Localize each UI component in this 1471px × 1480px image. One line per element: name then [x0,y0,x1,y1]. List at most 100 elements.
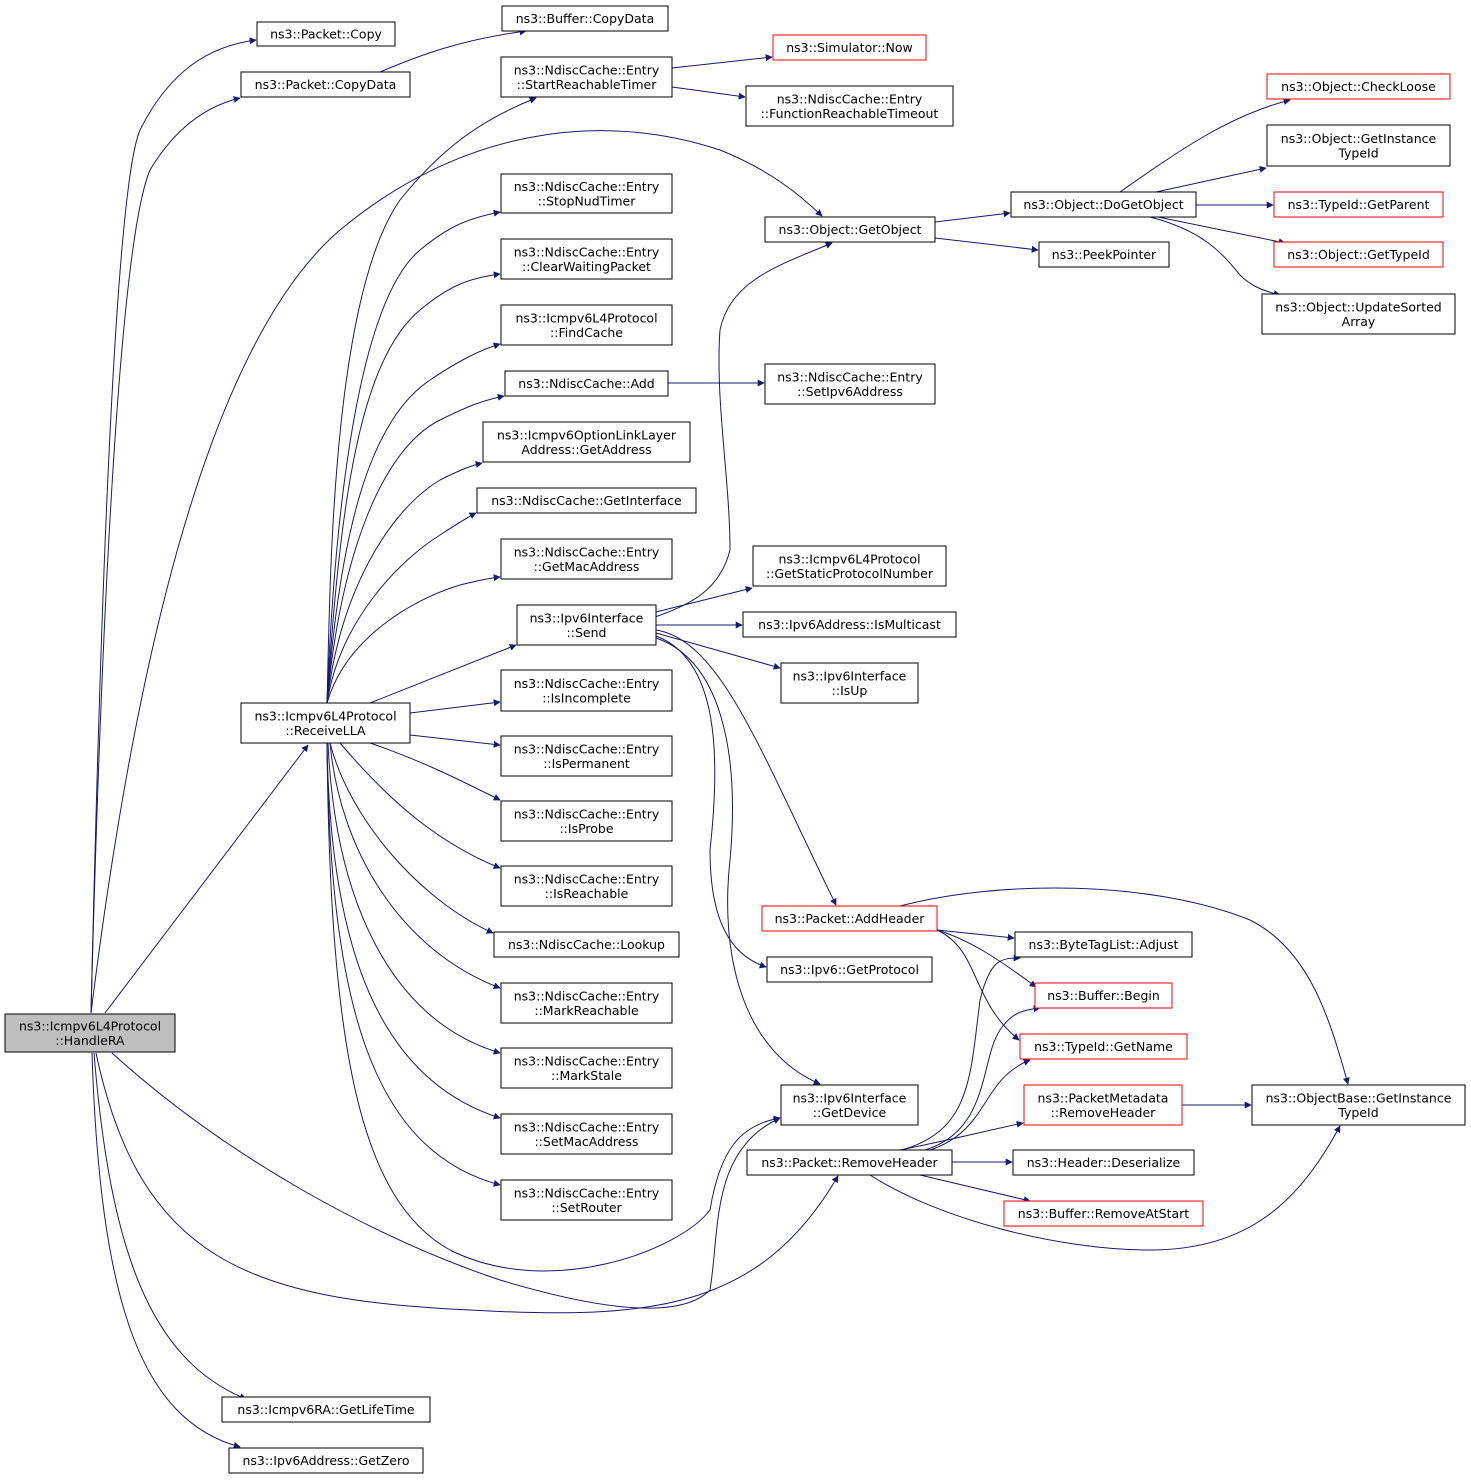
node-object_dogetobject[interactable]: ns3::Object::DoGetObject [1010,191,1197,218]
node-is_permanent[interactable]: ns3::NdiscCache::Entry::IsPermanent [500,735,673,777]
node-handle_ra[interactable]: ns3::Icmpv6L4Protocol::HandleRA [4,1013,176,1053]
node-box [742,611,957,638]
node-label: ns3::NdiscCache::GetInterface [491,493,682,508]
node-ndisc_lookup[interactable]: ns3::NdiscCache::Lookup [493,931,680,958]
node-is_incomplete[interactable]: ns3::NdiscCache::Entry::IsIncomplete [500,669,673,712]
edge-object_dogetobject-to-object_updatesortedarray [1149,216,1281,297]
node-is_reachable[interactable]: ns3::NdiscCache::Entry::IsReachable [500,865,673,907]
node-label: ns3::Buffer::RemoveAtStart [1018,1206,1190,1221]
node-bytetaglist_adjust[interactable]: ns3::ByteTagList::Adjust [1014,931,1193,958]
node-mark_reachable[interactable]: ns3::NdiscCache::Entry::MarkReachable [500,982,673,1024]
node-box [745,85,954,127]
node-packetmetadata_removeheader[interactable]: ns3::PacketMetadata::RemoveHeader [1023,1084,1183,1126]
edge-handle_ra-to-object_getobject [90,130,823,1014]
node-label: ns3::NdiscCache::Entry [514,1185,660,1200]
node-label: ns3::Icmpv6OptionLinkLayer [497,427,677,442]
node-buffer_begin[interactable]: ns3::Buffer::Begin [1034,982,1173,1009]
edge-packet_removeheader-to-bytetaglist_adjust [901,954,1021,1151]
node-typeid_getparent[interactable]: ns3::TypeId::GetParent [1273,191,1444,218]
node-label: ns3::Ipv6Interface [793,668,907,683]
edge-receive_lla-to-ipv6interface_getdevice [326,742,781,1272]
node-icmpv6ra_getlifetime[interactable]: ns3::Icmpv6RA::GetLifeTime [221,1396,431,1423]
node-mark_stale[interactable]: ns3::NdiscCache::Entry::MarkStale [500,1047,673,1089]
edge-ipv6interface_send-to-ipv6interface_getdevice [655,637,821,1085]
node-find_cache[interactable]: ns3::Icmpv6L4Protocol::FindCache [500,304,673,346]
node-clear_waiting_packet[interactable]: ns3::NdiscCache::Entry::ClearWaitingPack… [500,238,673,280]
node-box [772,34,927,61]
node-buffer_removeatstart[interactable]: ns3::Buffer::RemoveAtStart [1003,1200,1204,1227]
node-label: ::SetIpv6Address [797,384,903,399]
node-box [780,662,919,704]
node-label: ::IsProbe [559,821,613,836]
node-box [476,487,697,514]
edge-receive_lla-to-start_reachable_timer [326,97,537,704]
node-buffer_copydata[interactable]: ns3::Buffer::CopyData [501,5,669,32]
node-receive_lla[interactable]: ns3::Icmpv6L4Protocol::ReceiveLLA [240,702,411,744]
edge-packet_removeheader-to-buffer_removeatstart [919,1174,1031,1203]
node-ndisc_getinterface[interactable]: ns3::NdiscCache::GetInterface [476,487,697,514]
node-box [516,604,657,646]
node-object_getobject[interactable]: ns3::Object::GetObject [764,216,936,243]
node-set_ipv6_address[interactable]: ns3::NdiscCache::Entry::SetIpv6Address [764,363,936,405]
node-option_link_layer_getaddress[interactable]: ns3::Icmpv6OptionLinkLayerAddress::GetAd… [482,421,691,463]
node-packet_addheader[interactable]: ns3::Packet::AddHeader [761,905,938,932]
node-start_reachable_timer[interactable]: ns3::NdiscCache::Entry::StartReachableTi… [500,56,673,98]
node-label: ::MarkStale [551,1068,622,1083]
node-is_probe[interactable]: ns3::NdiscCache::Entry::IsProbe [500,800,673,842]
node-ipv6interface_isup[interactable]: ns3::Ipv6Interface::IsUp [780,662,919,704]
edge-packet_addheader-to-buffer_begin [936,929,1037,988]
node-object_gettypeid[interactable]: ns3::Object::GetTypeId [1273,241,1444,268]
node-label: ::IsReachable [545,886,629,901]
node-packet_copydata[interactable]: ns3::Packet::CopyData [240,71,411,98]
node-ipv6interface_getdevice[interactable]: ns3::Ipv6Interface::GetDevice [780,1084,919,1126]
node-object_checkloose[interactable]: ns3::Object::CheckLoose [1266,73,1451,100]
edge-ipv6interface_send-to-get_static_protocol_number [655,586,753,613]
node-function_reachable_timeout[interactable]: ns3::NdiscCache::Entry::FunctionReachabl… [745,85,954,127]
node-box [746,1149,953,1176]
node-label: ns3::NdiscCache::Entry [514,741,660,756]
node-label: ::RemoveHeader [1051,1105,1157,1120]
node-simulator_now[interactable]: ns3::Simulator::Now [772,34,927,61]
node-ipv6_getprotocol[interactable]: ns3::Ipv6::GetProtocol [766,956,933,983]
node-label: TypeId [1337,145,1378,160]
node-box [256,21,396,47]
edge-packet_addheader-to-objectbase_getinstancetypeid [899,887,1350,1085]
node-label: ::HandleRA [55,1033,125,1048]
node-box [1034,982,1173,1009]
node-box [482,421,691,463]
node-ipv6interface_send[interactable]: ns3::Ipv6Interface::Send [516,604,657,646]
node-label: ns3::Packet::RemoveHeader [761,1155,938,1170]
node-label: ns3::ObjectBase::GetInstance [1266,1090,1452,1105]
node-box [1038,241,1170,268]
node-label: ns3::Buffer::Begin [1047,988,1160,1003]
node-get_static_protocol_number[interactable]: ns3::Icmpv6L4Protocol::GetStaticProtocol… [752,545,947,587]
node-box [228,1447,424,1474]
node-peek_pointer[interactable]: ns3::PeekPointer [1038,241,1170,268]
node-label: ns3::Object::GetTypeId [1287,247,1430,262]
function-nodes: ns3::Icmpv6L4Protocol::HandleRAns3::Pack… [4,5,1466,1474]
node-set_router[interactable]: ns3::NdiscCache::Entry::SetRouter [500,1179,673,1221]
edge-packet_removeheader-to-objectbase_getinstancetypeid [869,1125,1341,1251]
node-get_mac_address[interactable]: ns3::NdiscCache::Entry::GetMacAddress [500,538,673,580]
node-packet_copy[interactable]: ns3::Packet::Copy [256,21,396,47]
edge-ipv6interface_send-to-object_getobject [654,242,833,618]
edge-receive_lla-to-ipv6interface_send [369,644,517,704]
node-ipv6address_ismulticast[interactable]: ns3::Ipv6Address::IsMulticast [742,611,957,638]
edge-object_dogetobject-to-object_checkloose [1119,98,1291,193]
node-packet_removeheader[interactable]: ns3::Packet::RemoveHeader [746,1149,953,1176]
node-box [766,956,933,983]
node-ipv6address_getzero[interactable]: ns3::Ipv6Address::GetZero [228,1447,424,1474]
node-box [1251,1084,1466,1126]
edge-object_dogetobject-to-object_getinstancetypeid [1155,165,1267,193]
node-stop_nud_timer[interactable]: ns3::NdiscCache::Entry::StopNudTimer [500,173,673,214]
node-box [221,1396,431,1423]
node-set_mac_address[interactable]: ns3::NdiscCache::Entry::SetMacAddress [500,1113,673,1155]
node-ndisc_add[interactable]: ns3::NdiscCache::Add [504,370,669,397]
node-typeid_getname[interactable]: ns3::TypeId::GetName [1019,1033,1188,1060]
node-header_deserialize[interactable]: ns3::Header::Deserialize [1012,1149,1195,1176]
node-label: ns3::NdiscCache::Entry [514,676,660,691]
edge-object_getobject-to-peek_pointer [934,237,1039,253]
